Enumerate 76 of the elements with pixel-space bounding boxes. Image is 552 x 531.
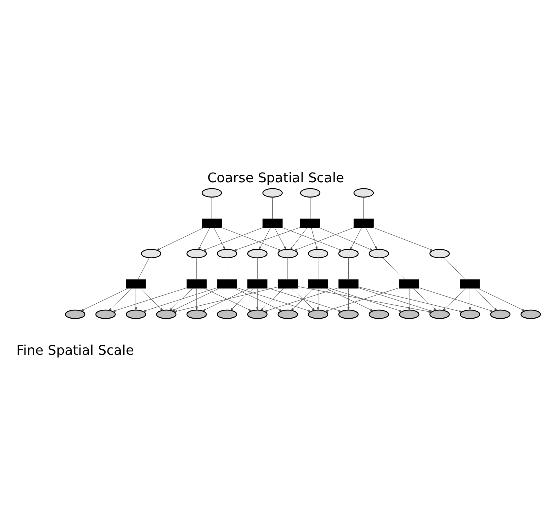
connector xyxy=(443,257,466,280)
arrow xyxy=(297,286,432,312)
arrow xyxy=(311,227,318,250)
connector xyxy=(227,258,228,280)
arrow xyxy=(174,286,278,312)
node-box xyxy=(217,279,238,288)
arrow xyxy=(109,288,132,310)
arrow xyxy=(234,288,282,311)
arrow xyxy=(350,227,362,250)
connector xyxy=(348,258,349,280)
arrow xyxy=(348,288,350,310)
diagram-title: Coarse Spatial Scale xyxy=(208,171,344,186)
node-ellipse xyxy=(300,188,321,198)
caption: Fine Spatial Scale xyxy=(16,344,134,359)
node-box xyxy=(354,218,374,228)
arrow xyxy=(260,288,284,310)
arrow xyxy=(358,286,462,312)
arrow xyxy=(259,227,272,250)
arrow xyxy=(196,288,198,310)
arrow xyxy=(326,288,374,311)
arrow xyxy=(140,288,164,310)
node-box xyxy=(460,279,480,288)
arrow xyxy=(408,288,411,310)
node-box xyxy=(126,279,146,288)
arrow xyxy=(366,227,378,250)
arrow xyxy=(236,287,312,312)
node-ellipse xyxy=(247,248,268,258)
node-box xyxy=(338,279,359,288)
arrow xyxy=(170,288,194,310)
arrow xyxy=(478,288,526,311)
arrow xyxy=(274,227,286,250)
arrow xyxy=(214,227,226,250)
arrow xyxy=(172,288,220,311)
arrow xyxy=(230,288,254,310)
arrow xyxy=(112,287,188,312)
connector xyxy=(196,258,198,280)
arrow xyxy=(469,288,472,310)
node-box xyxy=(248,279,268,288)
node-box xyxy=(186,279,207,288)
connector xyxy=(138,257,150,280)
arrow xyxy=(234,226,301,251)
node-box xyxy=(399,279,420,288)
arrow xyxy=(294,227,355,250)
arrow xyxy=(282,227,342,250)
node-ellipse xyxy=(217,309,238,319)
node-box xyxy=(262,218,283,228)
arrow xyxy=(135,288,138,310)
arrow xyxy=(203,227,264,250)
arrow xyxy=(318,227,373,250)
connector xyxy=(272,196,274,219)
arrow xyxy=(413,288,437,310)
arrow xyxy=(198,227,210,250)
node-ellipse xyxy=(202,188,222,198)
node-box xyxy=(278,279,298,288)
arrow xyxy=(443,288,466,310)
connector xyxy=(318,258,319,280)
node-ellipse xyxy=(262,188,283,198)
connector xyxy=(382,257,406,280)
arrow xyxy=(373,227,434,250)
connector xyxy=(310,196,311,219)
connector xyxy=(257,258,258,280)
arrow xyxy=(143,287,218,312)
arrow xyxy=(256,288,259,310)
node-box xyxy=(202,218,222,228)
node-box xyxy=(300,218,320,228)
arrow xyxy=(317,288,320,310)
arrow xyxy=(221,227,282,250)
node-box xyxy=(308,279,328,288)
arrow xyxy=(81,288,129,311)
node-ellipse xyxy=(354,188,374,198)
arrow xyxy=(358,287,433,312)
arrow xyxy=(474,288,498,310)
arrow xyxy=(418,287,494,312)
arrow xyxy=(290,227,308,250)
arrow xyxy=(157,227,205,250)
node-ellipse xyxy=(308,248,329,258)
